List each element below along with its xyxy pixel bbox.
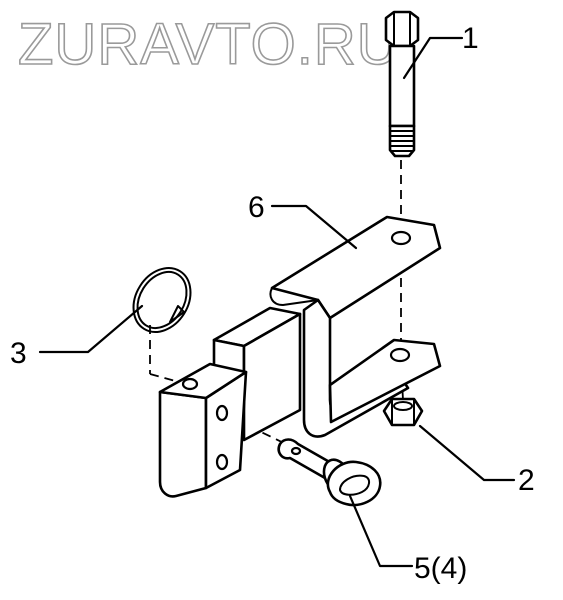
bolt-shank	[388, 44, 416, 128]
split-ring	[132, 267, 192, 333]
leader-1	[402, 36, 464, 80]
nut-bore	[393, 401, 413, 411]
plate-hole-upper	[215, 404, 229, 422]
bracket-top-hole	[390, 230, 412, 246]
bracket-bottom-hole	[389, 347, 411, 363]
leader-4	[348, 494, 414, 568]
pin-ring-outer	[326, 460, 382, 507]
bracket-bottom-arm	[328, 338, 442, 424]
split-ring-inner	[136, 271, 188, 329]
bolt	[384, 10, 420, 158]
pin-ring-slot	[339, 474, 370, 496]
bolt-head	[384, 10, 420, 48]
watermark-logo-text: ZURAVTO.RU	[18, 12, 400, 77]
clevis-pin	[277, 438, 382, 507]
callout-6: 6	[248, 191, 265, 224]
plate-top-hole	[181, 377, 199, 391]
plate-top-lip	[158, 362, 248, 400]
bolt-thread-lines	[389, 130, 415, 152]
callout-1: 1	[462, 22, 479, 55]
callout-2: 2	[518, 464, 535, 497]
leader-6	[270, 204, 358, 250]
plate-hole-lower	[215, 453, 229, 471]
split-ring-outer	[132, 267, 192, 333]
callout-5-4: 5(4)	[414, 552, 467, 585]
plate-front-face	[158, 390, 208, 498]
u-bracket	[269, 215, 442, 438]
leader-3	[38, 304, 144, 354]
nut	[382, 397, 424, 427]
leader-2	[418, 424, 516, 482]
callout-3: 3	[10, 337, 27, 370]
pin-cross-hole	[290, 446, 302, 456]
mounting-plate	[158, 362, 248, 498]
